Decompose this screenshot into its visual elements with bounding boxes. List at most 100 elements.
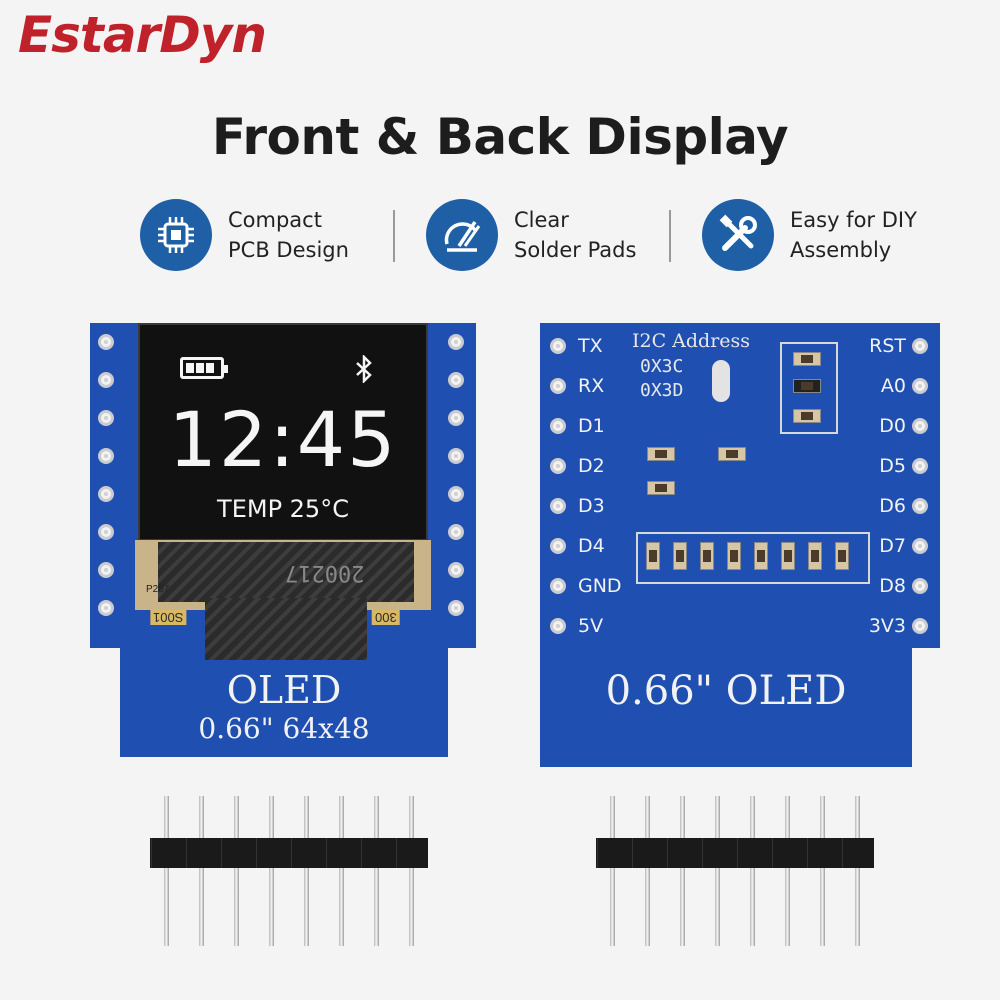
i2c-addr2: 0X3D <box>640 380 684 401</box>
feature-line2: PCB Design <box>228 238 349 262</box>
header-segment <box>772 838 804 868</box>
feature-compact: Compact PCB Design <box>140 195 349 275</box>
header-pin <box>680 796 685 946</box>
smd-component <box>673 542 687 570</box>
header-pin <box>164 796 169 946</box>
front-silk-spec: 0.66" 64x48 <box>198 712 370 745</box>
smd-component <box>727 542 741 570</box>
pin-label-left: 5V <box>578 615 604 637</box>
feature-solder: Clear Solder Pads <box>426 195 636 275</box>
front-silk-title: OLED <box>226 668 342 712</box>
pin-pad <box>550 538 566 554</box>
flex-code: 200217 <box>285 560 365 585</box>
pin-pad <box>550 458 566 474</box>
pin-pad <box>448 410 464 426</box>
chip-icon <box>140 199 212 271</box>
feature-line1: Compact <box>228 208 322 232</box>
pin-pad <box>550 498 566 514</box>
header-segment <box>597 838 629 868</box>
smd-row-outline <box>636 532 870 584</box>
smd-component <box>808 542 822 570</box>
pad-left-label: S001 <box>150 610 187 625</box>
feature-line1: Clear <box>514 208 569 232</box>
header-segment <box>667 838 699 868</box>
brand-logo: EstarDyn <box>18 6 267 64</box>
pin-pad <box>448 562 464 578</box>
pin-pad <box>98 372 114 388</box>
pin-pad <box>912 538 928 554</box>
back-board <box>540 323 940 648</box>
oled-screen: 12:45 TEMP 25°C <box>138 323 428 541</box>
pin-pad <box>912 378 928 394</box>
smd-group-top <box>780 342 838 434</box>
feature-line2: Assembly <box>790 238 892 262</box>
header-segment <box>361 838 393 868</box>
header-pin <box>409 796 414 946</box>
header-segment <box>737 838 769 868</box>
header-pin <box>374 796 379 946</box>
tools-icon <box>702 199 774 271</box>
divider <box>669 210 671 262</box>
header-segment <box>842 838 874 868</box>
i2c-title: I2C Address <box>632 330 751 352</box>
header-pin <box>339 796 344 946</box>
pin-label-right: RST <box>869 335 906 357</box>
pin-pad <box>550 378 566 394</box>
feature-line2: Solder Pads <box>514 238 637 262</box>
header-segment <box>326 838 358 868</box>
screen-time: 12:45 <box>168 395 398 484</box>
header-pin <box>234 796 239 946</box>
pin-label-left: GND <box>578 575 622 597</box>
pin-pad <box>912 338 928 354</box>
header-pin <box>304 796 309 946</box>
header-pin <box>855 796 860 946</box>
smd-component <box>754 542 768 570</box>
smd-component <box>700 542 714 570</box>
header-segment <box>807 838 839 868</box>
pin-pad <box>448 448 464 464</box>
header-pin <box>785 796 790 946</box>
flex-connector <box>205 598 367 660</box>
header-segment <box>151 838 183 868</box>
pin-pad <box>550 338 566 354</box>
page-title: Front & Back Display <box>211 108 789 166</box>
pin-pad <box>550 618 566 634</box>
feature-line1: Easy for DIY <box>790 208 917 232</box>
solder-icon <box>426 199 498 271</box>
smd-component <box>647 447 675 461</box>
header-pin <box>199 796 204 946</box>
back-silk: 0.66" OLED <box>605 668 847 714</box>
pin-pad <box>550 578 566 594</box>
pin-pad <box>550 418 566 434</box>
pin-label-right: D7 <box>879 535 906 557</box>
smd-component <box>793 379 821 393</box>
pin-pad <box>98 600 114 616</box>
i2c-addr1: 0X3C <box>640 356 684 377</box>
pin-pad <box>912 578 928 594</box>
pin-label-right: D8 <box>879 575 906 597</box>
pin-label-left: RX <box>578 375 605 397</box>
bluetooth-icon <box>356 355 372 383</box>
front-board-tab <box>120 645 448 757</box>
pin-pad <box>912 618 928 634</box>
smd-component <box>646 542 660 570</box>
header-segment <box>632 838 664 868</box>
header-segment <box>291 838 323 868</box>
pin-pad <box>912 498 928 514</box>
pin-pad <box>98 448 114 464</box>
pin-pad <box>98 524 114 540</box>
divider <box>393 210 395 262</box>
pin-label-right: 3V3 <box>868 615 906 637</box>
pin-label-left: D1 <box>578 415 605 437</box>
header-pin <box>269 796 274 946</box>
pin-pad <box>98 410 114 426</box>
part-code: P287 <box>146 584 170 595</box>
smd-component <box>647 481 675 495</box>
header-pin <box>610 796 615 946</box>
battery-icon <box>180 357 228 379</box>
header-segment <box>702 838 734 868</box>
header-pin <box>820 796 825 946</box>
pin-pad <box>912 418 928 434</box>
pad-right-label: 300 <box>372 610 400 625</box>
pin-pad <box>448 524 464 540</box>
